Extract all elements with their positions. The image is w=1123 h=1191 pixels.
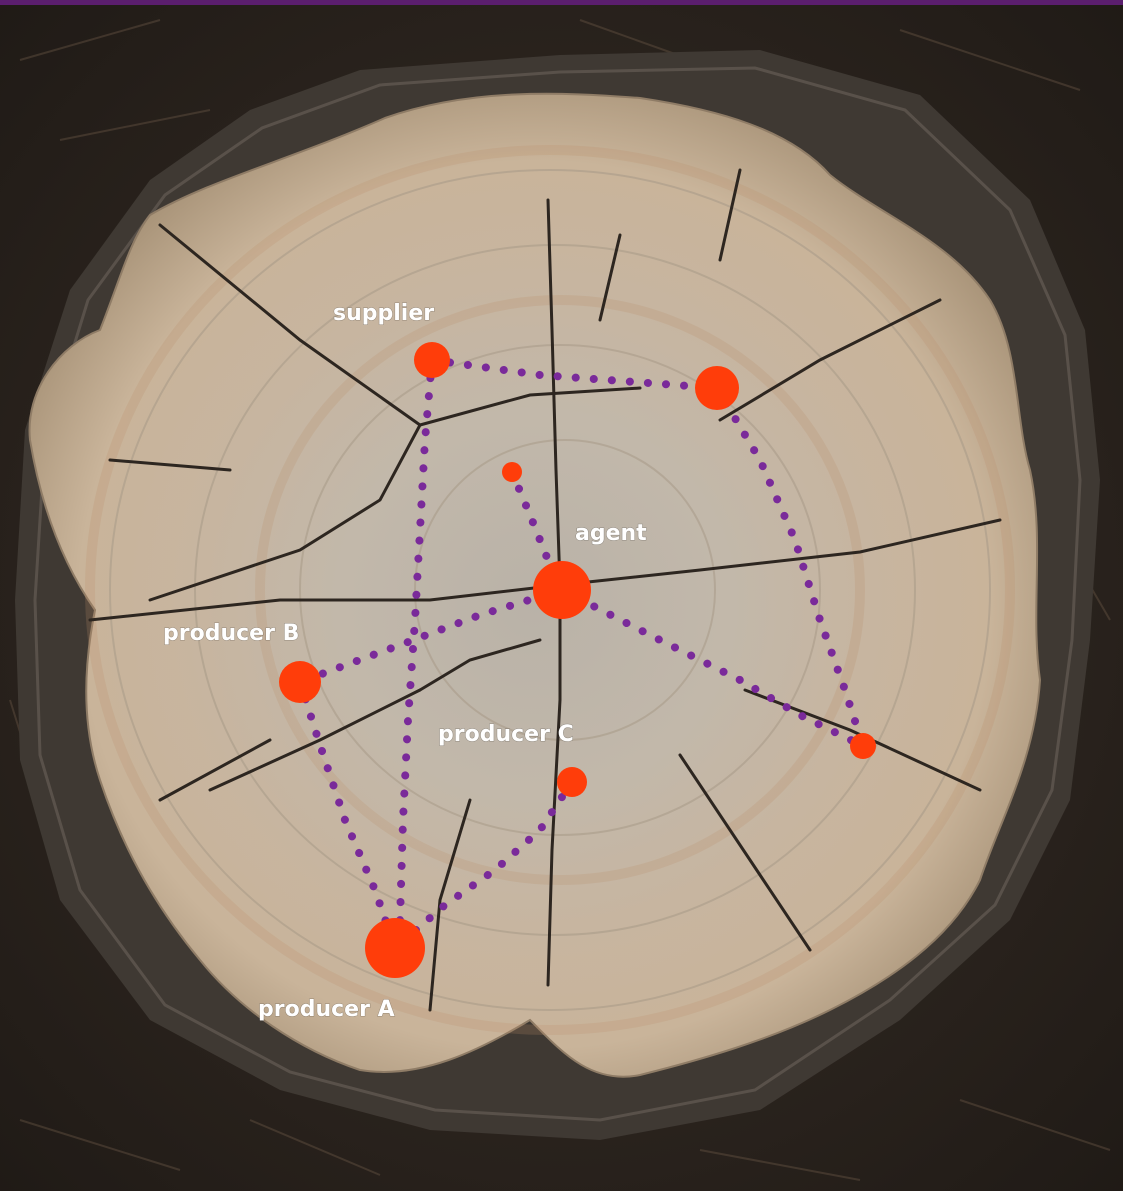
- label-producer-b: producer B: [163, 621, 299, 646]
- label-agent: agent: [575, 521, 647, 546]
- node-producer-b[interactable]: [279, 661, 321, 703]
- node-agent[interactable]: [533, 561, 591, 619]
- top-border: [0, 0, 1123, 5]
- label-producer-c: producer C: [438, 722, 574, 747]
- node-inner-small[interactable]: [502, 462, 522, 482]
- node-producer-a[interactable]: [365, 918, 425, 978]
- label-producer-a: producer A: [258, 997, 395, 1022]
- label-supplier: supplier: [333, 301, 434, 326]
- node-top-right[interactable]: [695, 366, 739, 410]
- node-producer-c[interactable]: [557, 767, 587, 797]
- node-right-small[interactable]: [850, 733, 876, 759]
- node-supplier[interactable]: [414, 342, 450, 378]
